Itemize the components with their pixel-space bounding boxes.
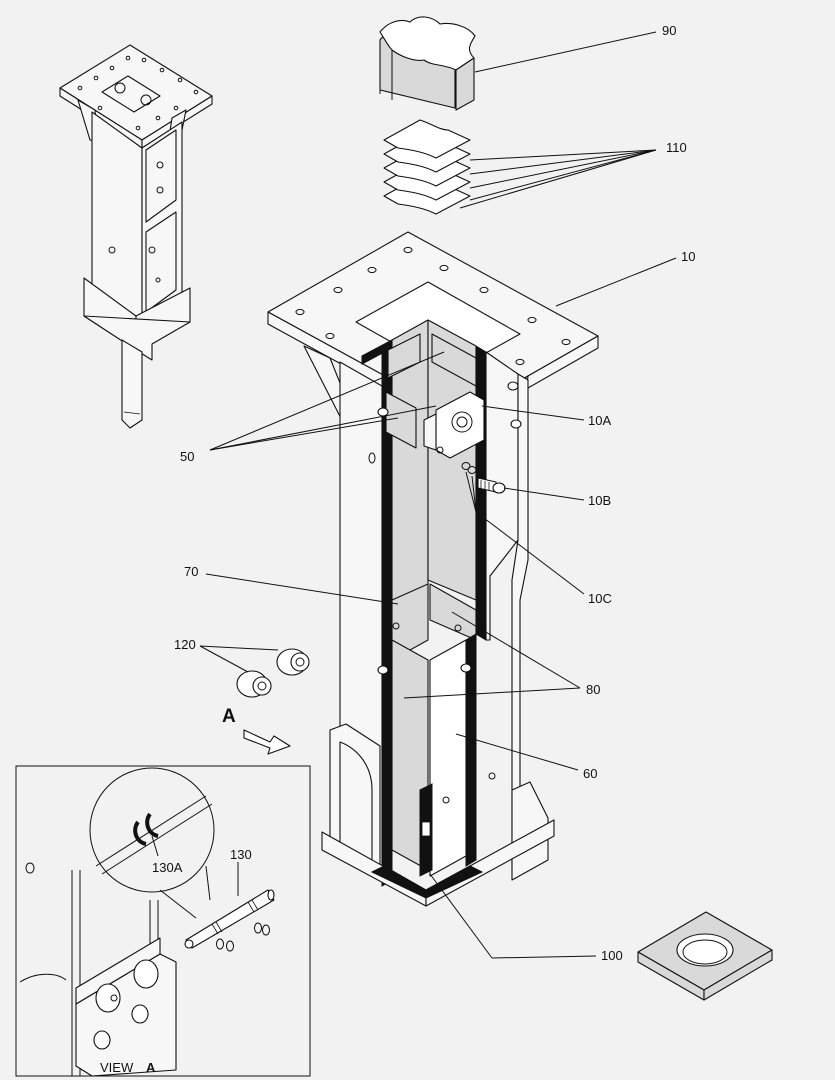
label-130A: 130A — [152, 860, 183, 875]
label-10B: 10B — [588, 493, 611, 508]
part-90-buffer — [379, 16, 476, 111]
label-100: 100 — [601, 948, 623, 963]
label-10: 10 — [681, 249, 695, 264]
label-120: 120 — [174, 637, 196, 652]
inset-caption-letter: A — [146, 1060, 156, 1075]
view-a-arrow: A — [222, 706, 291, 755]
assembled-breaker-thumbnail — [59, 44, 213, 429]
view-arrow-letter: A — [222, 706, 236, 727]
part-120-bushings — [236, 648, 310, 698]
part-labels: 90 110 10 10A 10B 10C 50 70 80 120 60 10… — [152, 23, 695, 963]
part-10-bracket-body — [267, 231, 599, 907]
label-50: 50 — [180, 449, 194, 464]
label-90: 90 — [662, 23, 676, 38]
part-110-shims — [383, 119, 471, 215]
label-10C: 10C — [588, 591, 612, 606]
label-10A: 10A — [588, 413, 611, 428]
part-10C-washers — [461, 462, 477, 474]
inset-view-a: VIEW A — [15, 765, 311, 1077]
label-130: 130 — [230, 847, 252, 862]
part-100-square-washer — [637, 911, 773, 1001]
leader-lines — [151, 31, 677, 959]
label-60: 60 — [583, 766, 597, 781]
label-80: 80 — [586, 682, 600, 697]
inset-caption-word: VIEW — [100, 1060, 134, 1075]
part-10B-bolt — [477, 477, 506, 494]
label-110: 110 — [666, 140, 687, 155]
label-70: 70 — [184, 564, 198, 579]
